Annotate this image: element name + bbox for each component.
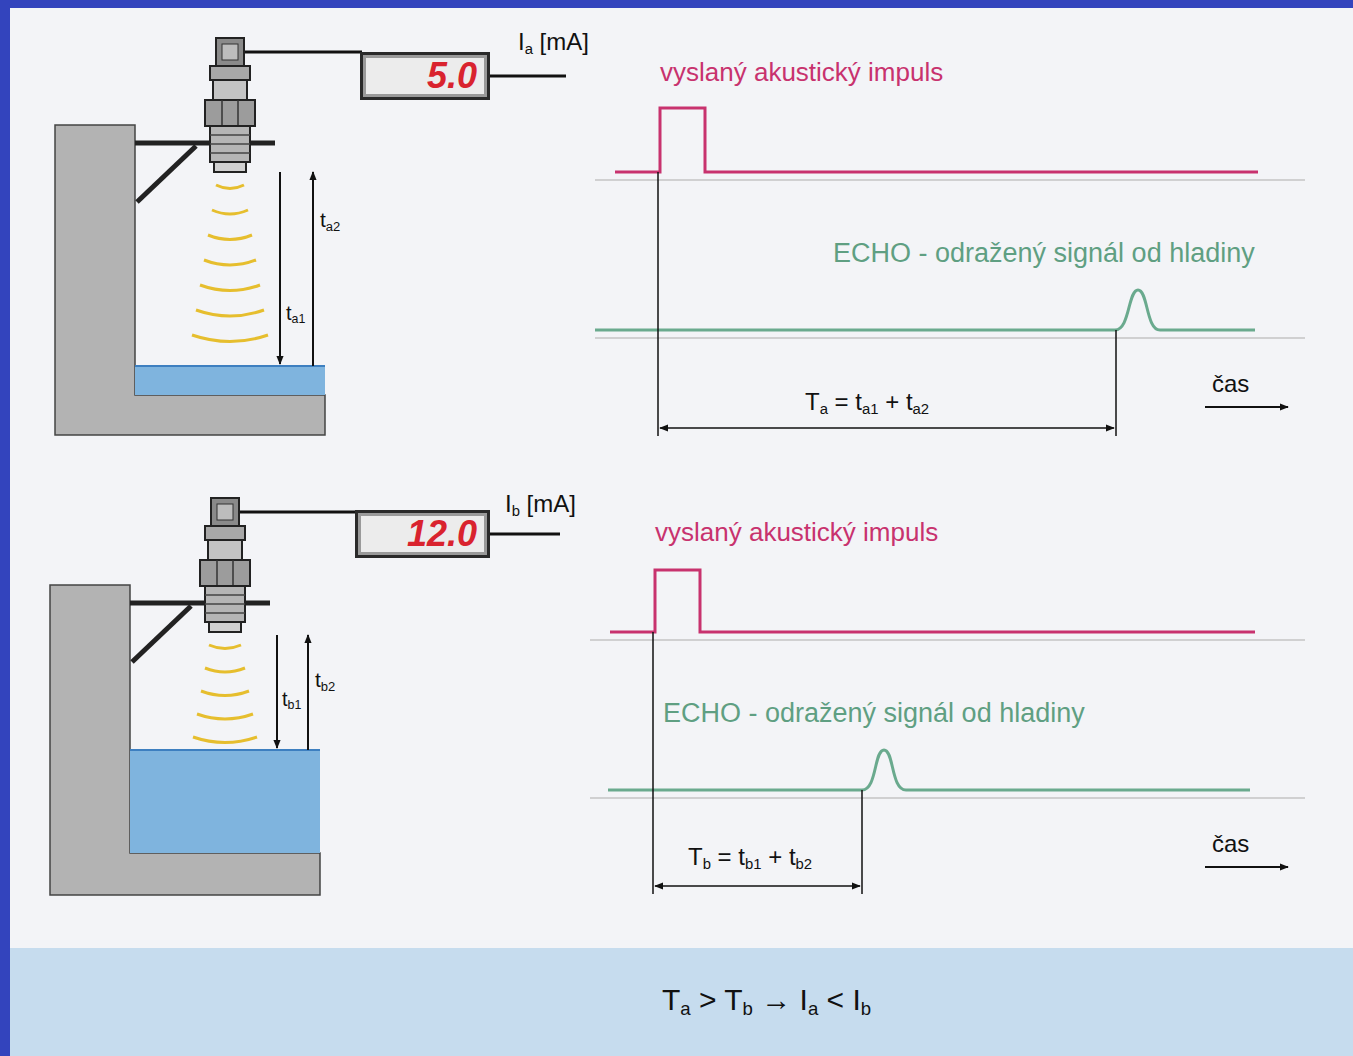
- current-display: 5.0: [360, 52, 490, 100]
- time-marker: [657, 172, 659, 436]
- unit-label: Ia [mA]: [518, 28, 589, 58]
- baseline: [590, 797, 1305, 799]
- baseline: [590, 639, 1305, 641]
- path-down-arrow: [276, 635, 278, 748]
- ultrasonic-sensor: [205, 38, 255, 172]
- water: [130, 750, 320, 853]
- output-wire: [488, 75, 566, 78]
- echo-signal: [608, 750, 1250, 790]
- axis-label: čas: [1212, 370, 1249, 398]
- water: [135, 366, 325, 395]
- display-value: 5.0: [427, 55, 477, 97]
- axis-label: čas: [1212, 830, 1249, 858]
- time-axis-arrow: [1205, 866, 1288, 868]
- time-marker: [1115, 330, 1117, 436]
- tank-wall: [50, 585, 320, 895]
- dimension-arrow: [655, 885, 860, 887]
- ultrasonic-sensor: [200, 498, 250, 632]
- signal-label: ECHO - odražený signál od hladiny: [663, 698, 1085, 729]
- water-surface: [130, 749, 320, 751]
- cable: [239, 511, 357, 514]
- tank-wall: [55, 125, 325, 435]
- sound-waves: [192, 185, 268, 342]
- baseline: [595, 337, 1305, 339]
- signal-label: vyslaný akustický impuls: [660, 58, 943, 88]
- formula-text: Ta > Tb → Ia < Ib: [662, 983, 871, 1020]
- time-label: tb1: [282, 688, 301, 713]
- formula-band: Ta > Tb → Ia < Ib: [10, 948, 1353, 1056]
- time-axis-arrow: [1205, 406, 1288, 408]
- panel: [10, 8, 1353, 948]
- time-marker: [652, 632, 654, 894]
- formula-label: Tb = tb1 + tb2: [688, 843, 812, 873]
- dimension-arrow: [660, 427, 1114, 429]
- bracket-strut: [132, 606, 191, 662]
- baseline: [595, 179, 1305, 181]
- pulse-signal: [615, 108, 1258, 172]
- water-surface: [135, 365, 325, 367]
- time-label: tb2: [315, 668, 335, 695]
- time-label: ta2: [320, 208, 340, 235]
- pulse-signal: [610, 570, 1255, 632]
- sound-waves: [193, 645, 257, 743]
- time-marker: [861, 790, 863, 894]
- echo-signal: [595, 290, 1255, 330]
- signal-label: ECHO - odražený signál od hladiny: [833, 238, 1255, 269]
- output-wire: [488, 533, 560, 536]
- path-up-arrow: [312, 172, 314, 366]
- current-display: 12.0: [355, 510, 490, 558]
- bracket: [135, 141, 275, 146]
- cable: [244, 51, 362, 54]
- signal-label: vyslaný akustický impuls: [655, 518, 938, 548]
- bracket-strut: [137, 146, 196, 202]
- formula-label: Ta = ta1 + ta2: [805, 388, 929, 418]
- unit-label: Ib [mA]: [505, 490, 576, 520]
- path-up-arrow: [307, 635, 309, 750]
- path-down-arrow: [279, 172, 281, 364]
- time-label: ta1: [286, 302, 305, 327]
- display-value: 12.0: [407, 513, 477, 555]
- bracket: [130, 601, 270, 606]
